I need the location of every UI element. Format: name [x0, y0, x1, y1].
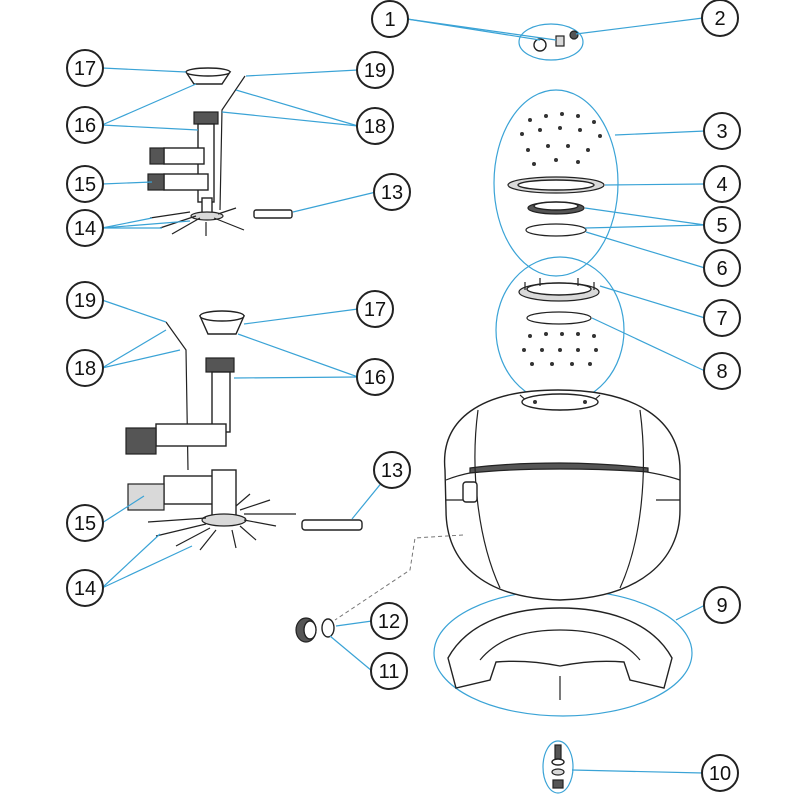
badge-17-upper-label: 17 — [74, 58, 96, 80]
badge-16-upper-label: 16 — [74, 115, 96, 137]
lid-disc-top — [533, 201, 579, 211]
tank-base-part — [447, 607, 673, 700]
badge-9: 9 — [703, 586, 741, 624]
badge-4-label: 4 — [716, 174, 727, 196]
union-nut-part — [295, 617, 317, 643]
connector-dashed-line — [334, 534, 464, 621]
badge-10-label: 10 — [709, 763, 731, 785]
lateral-pipe-part-upper — [253, 209, 293, 219]
badge-19-upper: 19 — [356, 51, 394, 89]
badge-3-label: 3 — [716, 121, 727, 143]
badge-2-label: 2 — [714, 8, 725, 30]
badge-7: 7 — [703, 299, 741, 337]
badge-13-upper-label: 13 — [381, 182, 403, 204]
badge-13-lower-label: 13 — [381, 460, 403, 482]
badge-11: 11 — [370, 652, 408, 690]
badge-17-upper: 17 — [66, 49, 104, 87]
badge-5-label: 5 — [716, 215, 727, 237]
badge-14-lower: 14 — [66, 569, 104, 607]
badge-8-label: 8 — [716, 361, 727, 383]
badge-14-upper-label: 14 — [74, 218, 96, 240]
badge-12: 12 — [370, 602, 408, 640]
badge-13-upper: 13 — [373, 173, 411, 211]
collar-oring-part — [526, 311, 592, 325]
badge-15-lower: 15 — [66, 504, 104, 542]
badge-19-upper-label: 19 — [364, 60, 386, 82]
leader-lines — [101, 17, 706, 774]
badge-16-lower: 16 — [356, 358, 394, 396]
badge-12-label: 12 — [378, 611, 400, 633]
badge-5: 5 — [703, 206, 741, 244]
lid-oring-part — [525, 223, 587, 237]
badge-14-lower-label: 14 — [74, 578, 96, 600]
badge-8: 8 — [703, 352, 741, 390]
badge-11-label: 11 — [379, 661, 400, 683]
lateral-pipe-part-lower — [301, 519, 363, 531]
valve-small-parts — [533, 30, 579, 52]
filter-tank — [443, 389, 681, 601]
drain-fitting-part — [551, 744, 565, 789]
collar-part — [518, 278, 600, 302]
badge-7-label: 7 — [716, 308, 727, 330]
badge-1-label: 1 — [384, 9, 395, 31]
badge-19-lower-label: 19 — [74, 290, 96, 312]
badge-18-upper: 18 — [356, 107, 394, 145]
valve-parts-callout — [518, 23, 584, 61]
badge-4: 4 — [703, 165, 741, 203]
badge-16-lower-label: 16 — [364, 367, 386, 389]
badge-16-upper: 16 — [66, 106, 104, 144]
badge-10: 10 — [701, 754, 739, 792]
drain-parts-callout — [542, 740, 574, 794]
badge-19-lower: 19 — [66, 281, 104, 319]
badge-18-upper-label: 18 — [364, 116, 386, 138]
lid-bolts-part — [520, 112, 602, 166]
badge-13-lower: 13 — [373, 451, 411, 489]
badge-18-lower-label: 18 — [74, 358, 96, 380]
badge-1: 1 — [371, 0, 409, 38]
badge-17-lower: 17 — [356, 290, 394, 328]
collar-bolts-part — [522, 332, 598, 366]
lower-riser-assembly — [125, 310, 296, 551]
collar-parts-callout — [495, 256, 625, 404]
badge-6: 6 — [703, 249, 741, 287]
badge-15-upper: 15 — [66, 165, 104, 203]
upper-riser-assembly — [147, 67, 246, 236]
badge-15-upper-label: 15 — [74, 174, 96, 196]
badge-17-lower-label: 17 — [364, 299, 386, 321]
lid-ring-inner — [517, 179, 595, 191]
badge-18-lower: 18 — [66, 349, 104, 387]
badge-14-upper: 14 — [66, 209, 104, 247]
badge-6-label: 6 — [716, 258, 727, 280]
badge-3: 3 — [703, 112, 741, 150]
badge-2: 2 — [701, 0, 739, 37]
badge-15-lower-label: 15 — [74, 513, 96, 535]
union-oring-part — [321, 618, 335, 638]
badge-9-label: 9 — [716, 595, 727, 617]
lid-parts-callout — [493, 89, 619, 277]
